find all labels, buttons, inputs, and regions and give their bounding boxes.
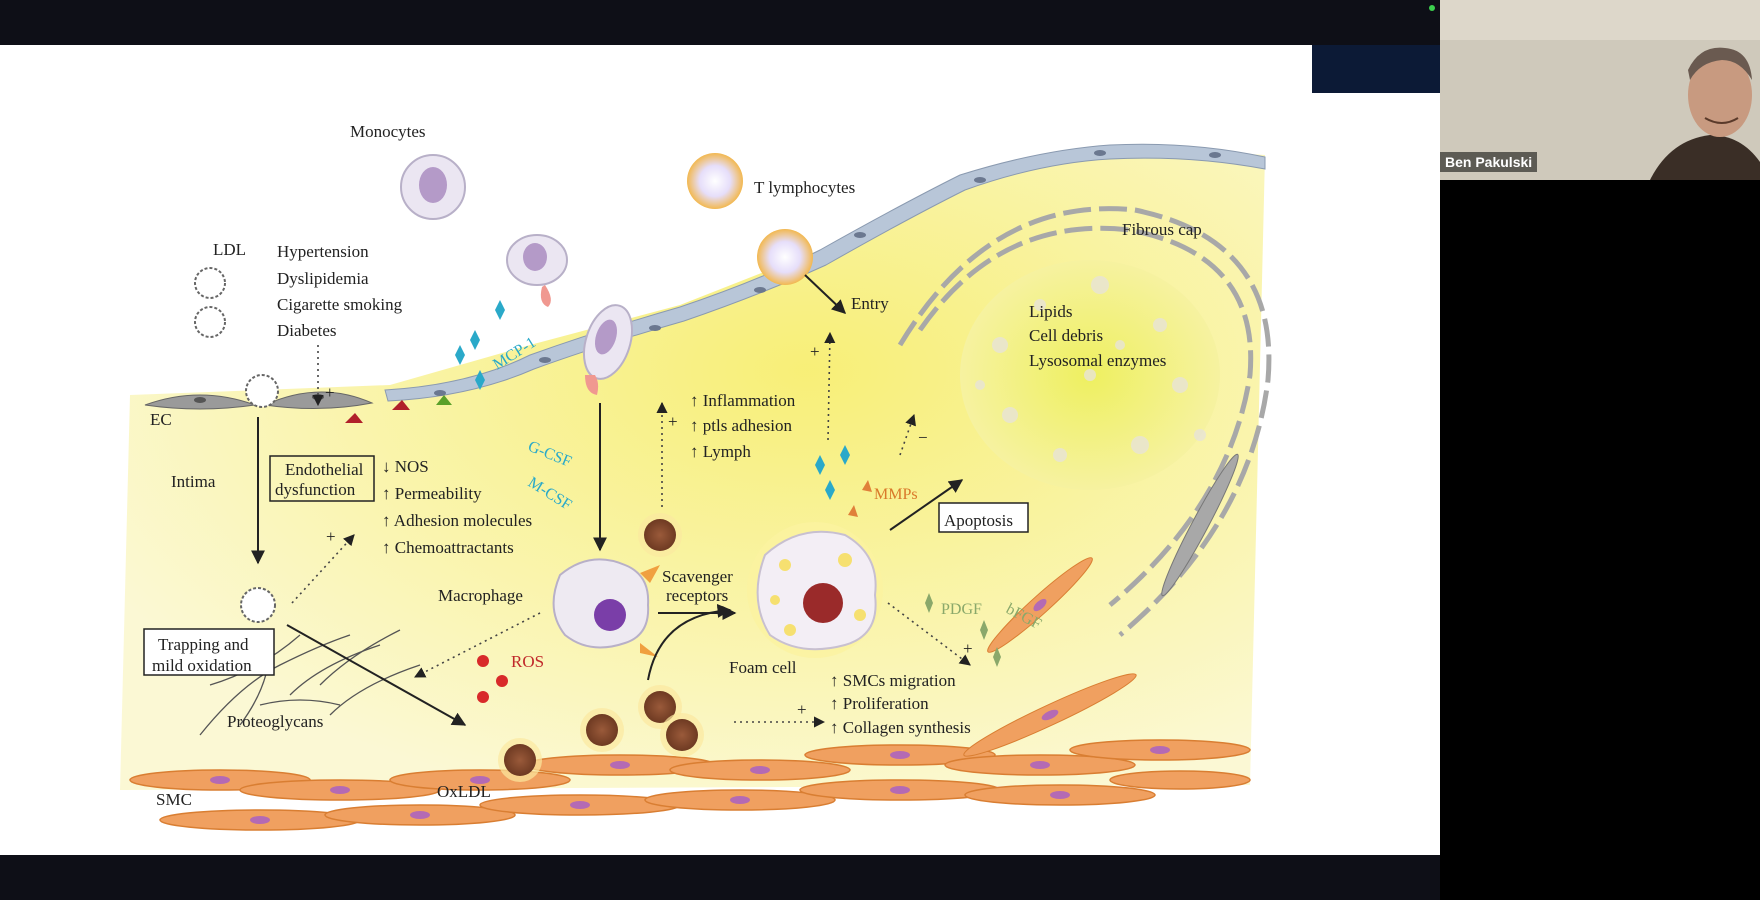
core-contents-1: Lipids bbox=[1029, 302, 1072, 321]
entry-label: Entry bbox=[851, 294, 889, 313]
oxldl-label: OxLDL bbox=[437, 782, 491, 801]
intima-region bbox=[120, 145, 1265, 790]
oxldl-particles bbox=[498, 513, 704, 782]
ldl-particles bbox=[194, 267, 279, 623]
monocytes-label: Monocytes bbox=[350, 122, 426, 141]
scavenger-receptors-line1: Scavenger bbox=[662, 567, 733, 586]
mmps-label: MMPs bbox=[874, 486, 918, 503]
endothelial-dysfunction-line1: Endothelial bbox=[285, 460, 364, 479]
mcp1-diamonds bbox=[455, 300, 850, 500]
pdgf-label: PDGF bbox=[941, 601, 982, 618]
trapping-line2: mild oxidation bbox=[152, 656, 252, 675]
migrating-smcs bbox=[963, 453, 1239, 757]
plus-sign-6: + bbox=[963, 639, 973, 658]
pathway-arrows bbox=[251, 274, 964, 726]
minus-sign: − bbox=[918, 428, 928, 447]
smc-label: SMC bbox=[156, 790, 192, 809]
smc-effect-1: ↑ SMCs migration bbox=[830, 671, 956, 690]
fibrous-cap bbox=[897, 206, 1272, 637]
atherosclerosis-diagram: Monocytes T lymphocytes LDL Hypertension… bbox=[120, 122, 1272, 831]
scavenger-receptors-line2: receptors bbox=[666, 586, 728, 605]
macrophage-label: Macrophage bbox=[438, 586, 523, 605]
risk-factor-1: Hypertension bbox=[277, 242, 369, 261]
apoptosis-label: Apoptosis bbox=[944, 511, 1013, 530]
plus-sign-1: + bbox=[325, 383, 335, 402]
endo-effect-1: ↓ NOS bbox=[382, 457, 429, 476]
trapping-line1: Trapping and bbox=[158, 635, 249, 654]
ros-label: ROS bbox=[511, 652, 544, 671]
proteoglycans-label: Proteoglycans bbox=[227, 712, 323, 731]
participant-video-tile[interactable]: Ben Pakulski bbox=[1440, 0, 1760, 180]
inflammation-effect-2: ↑ ptls adhesion bbox=[690, 416, 792, 435]
endothelial-dysfunction-line2: dysfunction bbox=[275, 480, 356, 499]
video-panel-empty bbox=[1440, 180, 1760, 900]
endo-effect-2: ↑ Permeability bbox=[382, 484, 482, 503]
t-lymphocyte-cells bbox=[687, 153, 813, 285]
endothelial-dysfunction-box bbox=[269, 455, 375, 502]
ec-label: EC bbox=[150, 410, 172, 429]
plus-sign-2: + bbox=[326, 527, 336, 546]
shared-slide: Monocytes T lymphocytes LDL Hypertension… bbox=[0, 45, 1440, 855]
inflammation-effect-1: ↑ Inflammation bbox=[690, 391, 796, 410]
meeting-bottom-bar bbox=[0, 855, 1440, 900]
endo-effect-3: ↑ Adhesion molecules bbox=[382, 511, 532, 530]
foam-cell-label: Foam cell bbox=[729, 658, 797, 677]
slide-corner-tab bbox=[1312, 45, 1440, 93]
foam-cell bbox=[747, 522, 883, 658]
plus-sign-4: + bbox=[810, 342, 820, 361]
participant-avatar bbox=[1440, 0, 1760, 180]
status-dot-icon bbox=[1429, 5, 1435, 11]
monocyte-cells bbox=[400, 154, 633, 395]
smc-effect-2: ↑ Proliferation bbox=[830, 694, 929, 713]
risk-factor-3: Cigarette smoking bbox=[277, 295, 403, 314]
fibrous-cap-label: Fibrous cap bbox=[1122, 220, 1202, 239]
intima-label: Intima bbox=[171, 472, 216, 491]
ldl-label: LDL bbox=[213, 240, 246, 259]
plus-sign-5: + bbox=[797, 700, 807, 719]
trapping-box bbox=[143, 628, 275, 676]
t-lymphocytes-label: T lymphocytes bbox=[754, 178, 855, 197]
core-contents-2: Cell debris bbox=[1029, 326, 1103, 345]
risk-factor-2: Dyslipidemia bbox=[277, 269, 369, 288]
participant-name: Ben Pakulski bbox=[1440, 152, 1538, 172]
endo-effect-4: ↑ Chemoattractants bbox=[382, 538, 514, 557]
macrophage-cell bbox=[552, 558, 660, 657]
inflammation-effect-3: ↑ Lymph bbox=[690, 442, 751, 461]
risk-factor-4: Diabetes bbox=[277, 321, 336, 340]
apoptosis-box bbox=[938, 502, 1029, 533]
core-contents-3: Lysosomal enzymes bbox=[1029, 351, 1166, 370]
smc-effect-3: ↑ Collagen synthesis bbox=[830, 718, 971, 737]
ros-stars bbox=[477, 655, 508, 703]
plus-sign-3: + bbox=[668, 412, 678, 431]
lipid-core bbox=[960, 260, 1220, 490]
meeting-top-bar bbox=[0, 0, 1440, 45]
